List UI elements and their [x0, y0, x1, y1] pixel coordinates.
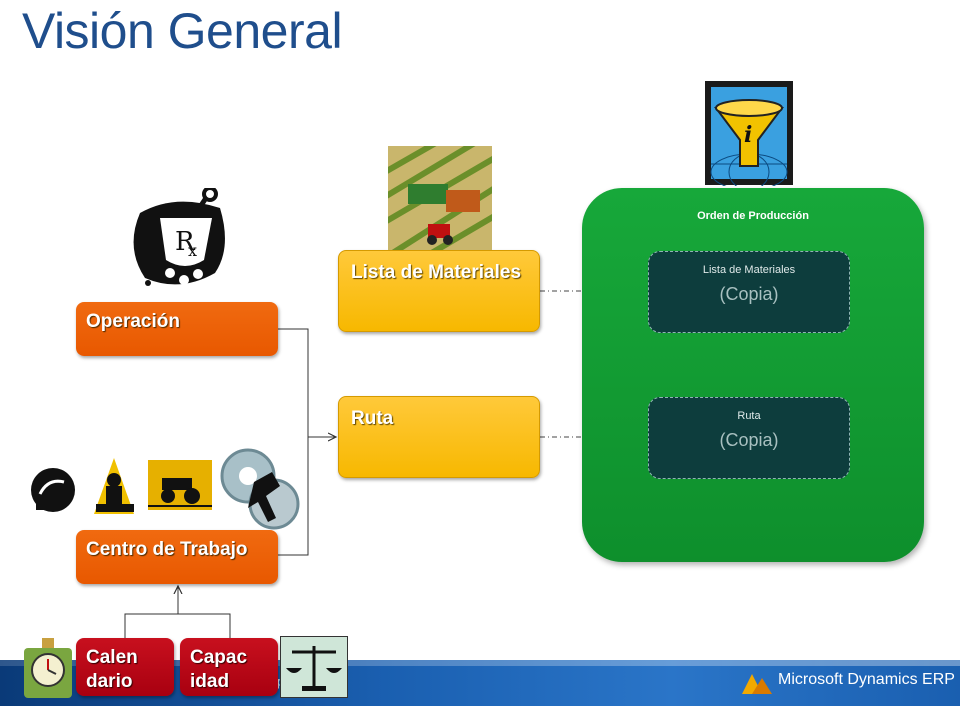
- centro-trabajo-box[interactable]: Centro de Trabajo: [76, 530, 278, 584]
- operacion-connector: [278, 328, 309, 437]
- calendario-label: Calen dario: [86, 647, 138, 692]
- clock-icon: [24, 638, 72, 698]
- lista-materiales-box[interactable]: Lista de Materiales: [338, 250, 540, 332]
- orden-title: Orden de Producción: [697, 210, 809, 222]
- operacion-box[interactable]: Operación: [76, 302, 278, 356]
- ruta-copia-box[interactable]: Ruta (Copia): [648, 397, 850, 479]
- pharmacy-rx-icon: R x: [133, 188, 225, 286]
- svg-text:x: x: [188, 241, 197, 260]
- engineer-icon: [94, 458, 134, 514]
- copy1-label: Lista de Materiales: [702, 264, 796, 276]
- telephone-icon: [31, 468, 75, 512]
- microsoft-dynamics-logo-icon: [742, 674, 772, 694]
- ruta-label: Ruta: [351, 408, 394, 429]
- scales-icon: [280, 636, 348, 698]
- calendario-box[interactable]: Calen dario: [76, 638, 174, 696]
- svg-text:R: R: [175, 227, 196, 257]
- brand-label: Microsoft Dynamics ERP: [778, 671, 955, 688]
- info-funnel-icon: i: [705, 81, 793, 186]
- capacidad-box[interactable]: Capac idad: [180, 638, 278, 696]
- tractor-icon: [148, 460, 212, 510]
- cal-cap-connector: [124, 613, 231, 638]
- operacion-label: Operación: [86, 311, 180, 332]
- centro-trabajo-label: Centro de Trabajo: [86, 539, 248, 560]
- capacidad-label: Capac idad: [190, 647, 248, 692]
- lista-materiales-copia-box[interactable]: Lista de Materiales (Copia): [648, 251, 850, 333]
- tractor-field-icon: [388, 146, 492, 250]
- copy1-sub: (Copia): [719, 284, 779, 304]
- orden-produccion-panel: Orden de Producción Lista de Materiales …: [582, 188, 924, 562]
- page-title: Visión General: [22, 3, 343, 59]
- centro-connector: [278, 437, 309, 556]
- copy2-sub: (Copia): [719, 430, 779, 450]
- ruta-box[interactable]: Ruta: [338, 396, 540, 478]
- gear-worker-icon: [220, 448, 300, 530]
- copy2-label: Ruta: [737, 410, 761, 422]
- lista-materiales-label: Lista de Materiales: [351, 262, 522, 283]
- svg-text:i: i: [744, 122, 752, 148]
